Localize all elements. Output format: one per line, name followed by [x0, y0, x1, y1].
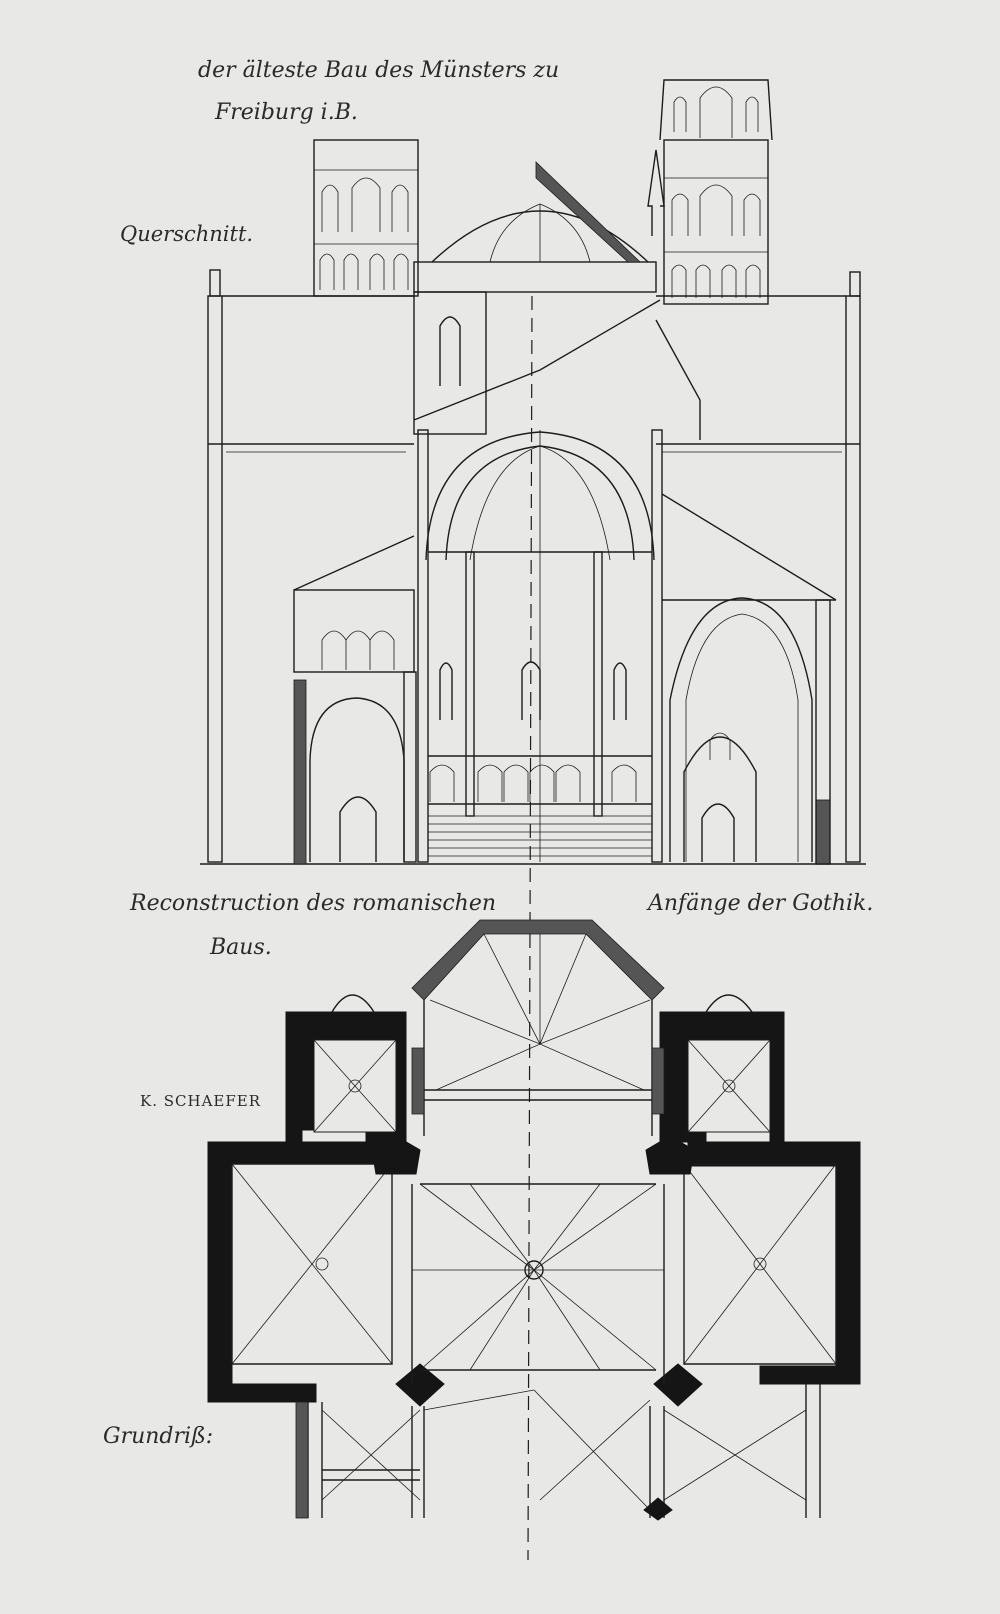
- gothic-label: Anfänge der Gothik.: [648, 891, 874, 916]
- crossing-pier-se: [653, 1363, 703, 1407]
- left-outer-wall: [207, 295, 223, 863]
- plan-label: Grundriß:: [103, 1424, 214, 1449]
- reconstruction-label-line2: Baus.: [210, 935, 272, 960]
- right-outer-wall: [845, 295, 861, 863]
- drawing-title-line1: der älteste Bau des Münsters zu: [198, 58, 560, 83]
- right-aisle: [661, 493, 837, 865]
- floor-plan: [207, 919, 861, 1521]
- left-tower: [313, 139, 419, 297]
- section-label: Querschnitt.: [120, 222, 254, 246]
- right-tower: [647, 79, 773, 305]
- reconstruction-label-line1: Reconstruction des romanischen: [130, 891, 497, 916]
- crossing-tower: [413, 161, 657, 435]
- drawing-title-line2: Freiburg i.B.: [215, 100, 358, 125]
- left-aisle: [293, 535, 417, 865]
- crossing-pier-nw: [371, 1135, 421, 1175]
- crossing-pier-ne: [645, 1135, 695, 1175]
- cross-section: [200, 79, 866, 865]
- central-axis-line: [527, 295, 533, 1561]
- main-vault: [417, 429, 663, 863]
- right-transept-wall: [687, 1141, 861, 1385]
- apse-wall: [411, 919, 665, 1001]
- left-transept-wall: [207, 1141, 393, 1365]
- artist-signature: K. SCHAEFER: [140, 1092, 262, 1110]
